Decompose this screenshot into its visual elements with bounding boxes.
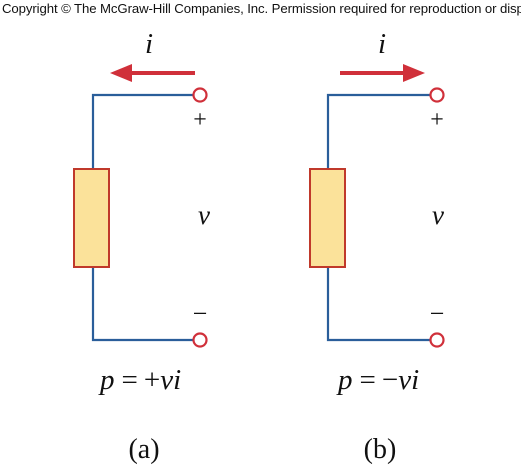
power-formula-b: p=−vi <box>336 364 419 396</box>
wire-b <box>326 93 437 342</box>
terminal-bottom-a <box>192 332 208 348</box>
terminal-bottom-b <box>429 332 445 348</box>
terminal-top-a <box>192 87 208 103</box>
current-label-b: i <box>378 28 386 60</box>
voltage-label-a: v <box>198 200 210 230</box>
resistor-b <box>309 168 346 268</box>
current-arrow-a <box>110 64 195 82</box>
wire-a <box>91 93 200 342</box>
voltage-label-b: v <box>432 200 444 230</box>
panel-a: i + − v p=+vi (a) <box>73 28 210 465</box>
power-formula-a: p=+vi <box>98 364 181 396</box>
current-label-a: i <box>145 28 153 60</box>
caption-b: (b) <box>364 434 397 465</box>
minus-sign-a: − <box>193 299 208 328</box>
terminal-top-b <box>429 87 445 103</box>
plus-sign-b: + <box>430 107 444 133</box>
resistor-a <box>73 168 110 268</box>
caption-a: (a) <box>128 434 159 465</box>
minus-sign-b: − <box>430 299 445 328</box>
plus-sign-a: + <box>193 107 207 133</box>
current-arrow-b <box>340 64 425 82</box>
panel-b: i + − v p=−vi (b) <box>309 28 445 465</box>
copyright-notice: Copyright © The McGraw-Hill Companies, I… <box>2 1 521 16</box>
